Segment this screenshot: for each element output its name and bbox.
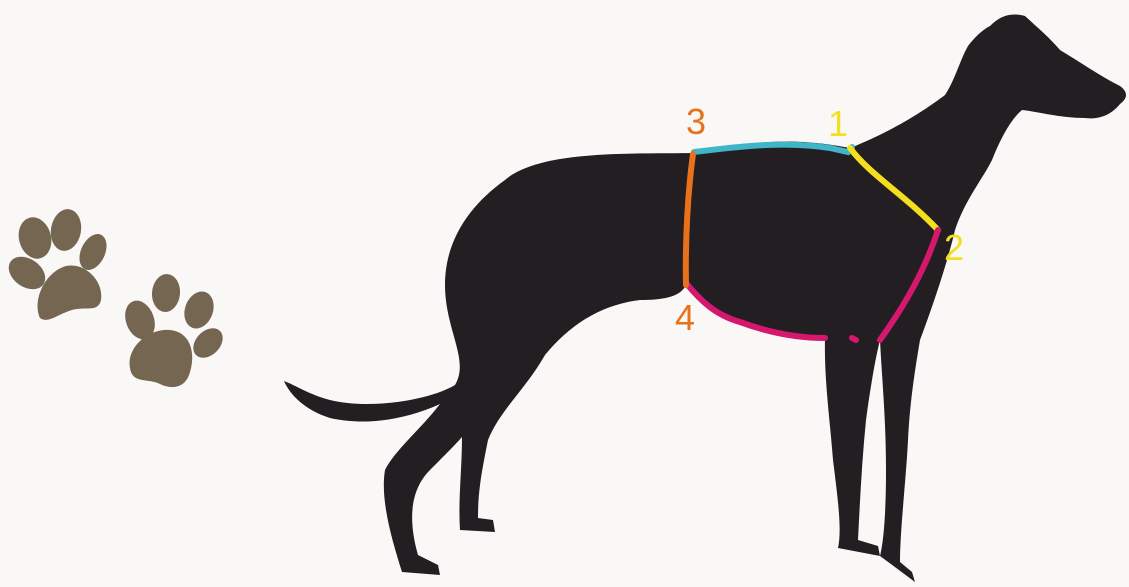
chest-girth-dash: [852, 338, 856, 340]
paw-print-icon: [120, 273, 229, 387]
point-label-1: 1: [828, 106, 848, 142]
point-label-3: 3: [686, 104, 706, 140]
paw-print-icon: [3, 207, 112, 320]
greyhound-silhouette: [284, 14, 1126, 582]
point-label-2: 2: [944, 230, 964, 266]
point-label-4: 4: [675, 300, 695, 336]
